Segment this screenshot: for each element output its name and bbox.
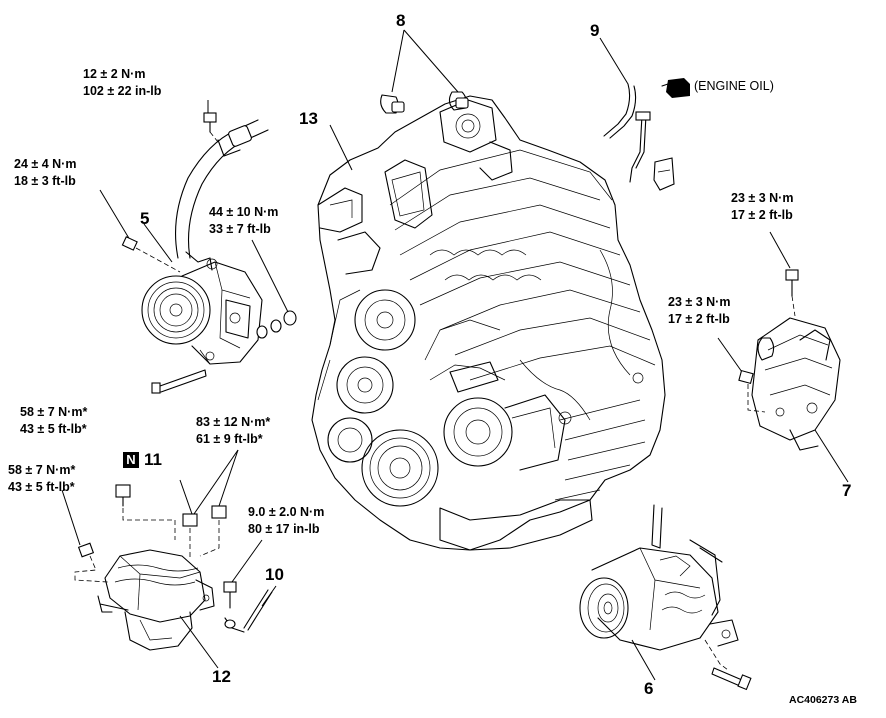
ground-cable-10 <box>223 539 277 633</box>
dipstick-9 <box>599 37 690 191</box>
callout-12: 12 <box>212 667 231 686</box>
engine-mount-12 <box>61 449 239 669</box>
engine-assembly <box>311 95 666 551</box>
callout-10: 10 <box>265 565 284 584</box>
callout-11: 11 <box>144 450 162 469</box>
callout-13: 13 <box>299 109 318 128</box>
callout-5: 5 <box>140 209 150 228</box>
ac-compressor-6 <box>579 504 752 691</box>
callout-6: 6 <box>644 679 654 698</box>
callout-8: 8 <box>396 11 406 30</box>
hose-clamps-8 <box>380 29 469 114</box>
bracket-7 <box>717 231 849 483</box>
callout-7: 7 <box>842 481 852 500</box>
figure-reference-code: AC406273 AB <box>789 694 857 706</box>
n-badge: N <box>123 452 139 468</box>
engine-oil-label: (ENGINE OIL) <box>694 79 774 93</box>
power-steering-pump-5 <box>99 100 297 394</box>
torque-mount-bracket-nuts: 83 ± 12 N·m*61 ± 9 ft-lb* <box>196 415 271 446</box>
torque-mount-side-bolt: 58 ± 7 N·m*43 ± 5 ft-lb* <box>8 463 76 494</box>
torque-mount-top-nut: 58 ± 7 N·m*43 ± 5 ft-lb* <box>20 405 88 436</box>
callout-9: 9 <box>590 21 600 40</box>
